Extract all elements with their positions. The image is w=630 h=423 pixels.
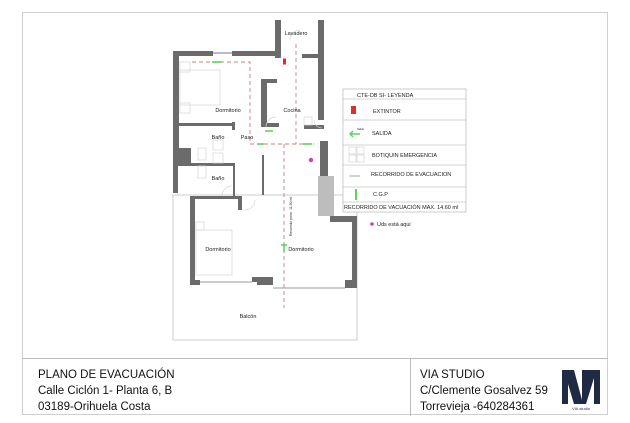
you-are-here-icon xyxy=(370,222,374,226)
title-block-divider xyxy=(410,359,411,416)
title-block: PLANO DE EVACUACIÓN Calle Ciclón 1- Plan… xyxy=(22,358,608,416)
plan-address: Calle Ciclón 1- Planta 6, B xyxy=(38,385,173,397)
plan-postal-city: 03189-Orihuela Costa xyxy=(38,401,151,413)
evacuation-route xyxy=(192,44,314,308)
cgp-icon xyxy=(355,189,357,200)
exit-arrow-icon xyxy=(212,61,312,252)
company-city-phone: Torrevieja -640284361 xyxy=(420,401,535,413)
first-aid-icon xyxy=(348,146,365,163)
room-label-lavadero: Lavadero xyxy=(285,31,308,37)
room-label-dormitorio: Dormitorio xyxy=(215,108,240,114)
room-label-cocina: Cocina xyxy=(283,108,301,114)
room-label-bano: Baño xyxy=(212,176,225,182)
column xyxy=(318,176,334,216)
legend-item-label: SALIDA xyxy=(372,131,392,137)
room-label-dormitorio: Dormitorio xyxy=(205,247,230,253)
legend-item-label: BOTIQUIN EMERGENCIA xyxy=(372,153,437,159)
company-name: VIA STUDIO xyxy=(420,369,485,381)
you-are-here-marker xyxy=(308,157,314,163)
legend: CTE-DB SI- LEYENDA EXTINTOR Salida SALID… xyxy=(342,88,467,228)
svg-text:VIA studio: VIA studio xyxy=(572,406,591,411)
furniture xyxy=(179,29,323,276)
legend-item-label: C.G.P xyxy=(373,192,388,198)
walls xyxy=(173,20,357,288)
max-route-text: RECORRIDO DE VACUACIÓN MAX. 14.60 ml xyxy=(344,204,458,211)
legend-item-label: EXTINTOR xyxy=(373,109,401,115)
plan-title: PLANO DE EVACUACIÓN xyxy=(38,369,175,381)
room-label-bano: Baño xyxy=(212,135,225,141)
room-label-paso: Paso xyxy=(241,135,254,141)
legend-title: CTE-DB SI- LEYENDA xyxy=(357,93,414,99)
exit-arrow-icon xyxy=(348,130,360,138)
via-studio-logo: VIA studio xyxy=(562,370,600,411)
legend-item-label: RECORRIDO DE EVACUACION xyxy=(371,172,451,178)
exit-sign-text: Salida xyxy=(357,128,365,131)
room-label-dormitorio: Dormitorio xyxy=(288,247,313,253)
company-address: C/Clemente Gosalvez 59 xyxy=(420,385,548,397)
route-length-note: Recorrido perm. 11.50 ml xyxy=(289,197,293,236)
you-are-here-label: Uds está aqui xyxy=(377,222,411,228)
balcony-outline xyxy=(172,194,358,341)
room-label-balcon: Balcón xyxy=(240,314,257,320)
extinguisher-icon xyxy=(351,106,356,114)
drawing-frame xyxy=(22,12,608,415)
